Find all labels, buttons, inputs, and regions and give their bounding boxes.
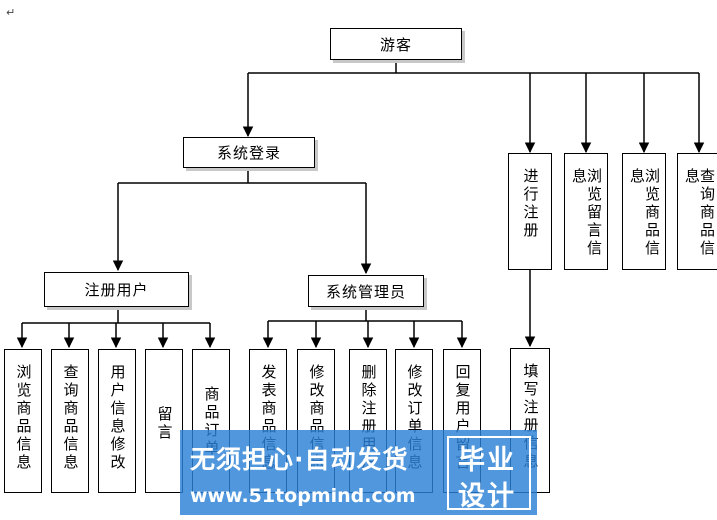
user-item-label: 浏览商品信息 <box>14 364 33 472</box>
guest-item-browse-messages: 浏览留言信息 <box>564 153 608 270</box>
guest-item-query-products: 查询商品信息 <box>677 153 717 270</box>
return-mark-icon: ↵ <box>6 6 16 19</box>
watermark-url: www.51topmind.com <box>190 485 416 507</box>
user-item-edit-profile: 用户信息修改 <box>98 349 136 493</box>
watermark-badge <box>447 436 531 510</box>
login-node: 系统登录 <box>183 137 315 168</box>
user-item-label: 用户信息修改 <box>108 364 127 472</box>
watermark-slogan: 无须担心·自动发货 <box>190 445 409 474</box>
user-item-message: 留言 <box>145 349 183 493</box>
guest-item-register: 进行注册 <box>508 153 552 270</box>
user-item-browse-products: 浏览商品信息 <box>4 349 42 493</box>
admin-node: 系统管理员 <box>308 275 424 307</box>
user-item-label: 留言 <box>155 406 174 442</box>
guest-item-label: 进行注册 <box>521 168 540 240</box>
registered-user-node: 注册用户 <box>44 272 189 307</box>
watermark-banner <box>180 430 537 515</box>
guest-item-browse-products: 浏览商品信息 <box>622 153 666 270</box>
watermark-badge-bottom: 设计 <box>458 481 516 512</box>
root-node: 游客 <box>330 28 462 60</box>
user-item-query-products: 查询商品信息 <box>51 349 89 493</box>
guest-item-label: 浏览商品信息 <box>628 168 661 258</box>
guest-item-label: 查询商品信息 <box>683 168 716 258</box>
watermark-badge-top: 毕业 <box>458 445 516 476</box>
guest-item-label: 浏览留言信息 <box>570 168 603 258</box>
user-item-label: 查询商品信息 <box>61 364 80 472</box>
